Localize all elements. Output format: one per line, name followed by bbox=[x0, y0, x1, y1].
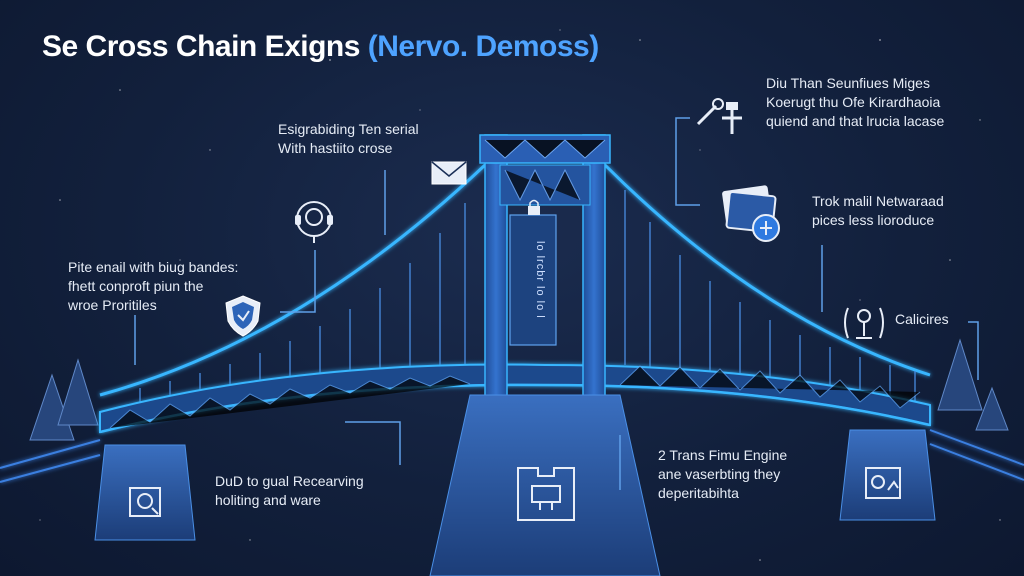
callout-mid-right: Trok malil Netwaraad pices less lioroduc… bbox=[812, 193, 944, 228]
padlock-icon bbox=[528, 199, 540, 215]
guard-rails bbox=[0, 429, 1024, 483]
title-accent: (Nervo. Demoss) bbox=[367, 30, 599, 63]
callout-bottom-left: DuD to gual Recearving holiting and ware bbox=[215, 473, 364, 508]
title-main: Se Cross Chain Exigns bbox=[42, 30, 368, 63]
callout-top-right: Diu Than Seunfiues Miges Koerugt thu Ofe… bbox=[766, 75, 945, 129]
wrench-hammer-icon bbox=[696, 98, 742, 134]
chart-icon bbox=[865, 467, 901, 499]
hangers-right bbox=[624, 190, 916, 403]
tower-banner-text: lo lrcbr lo lo l bbox=[534, 241, 546, 319]
headset-icon bbox=[295, 201, 333, 243]
connector-lines bbox=[134, 117, 979, 490]
envelope-icon bbox=[431, 161, 467, 185]
callout-bottom-right: 2 Trans Fimu Engine ane vaserbting they … bbox=[658, 447, 788, 501]
left-pier bbox=[94, 444, 196, 541]
callout-top-center: Esigrabiding Ten serial With hastiito cr… bbox=[278, 121, 419, 156]
chip-icon bbox=[517, 467, 575, 521]
page-title: Se Cross Chain Exigns (Nervo. Demoss) bbox=[42, 30, 599, 64]
card-stack-icon bbox=[722, 185, 780, 242]
puzzle-icon bbox=[129, 487, 161, 517]
trees-right bbox=[937, 338, 1009, 431]
lamp-icon bbox=[844, 307, 884, 339]
deck-truss bbox=[109, 365, 921, 429]
callout-left: Pite enail with biug bandes: fhett conpr… bbox=[68, 259, 239, 313]
right-pier bbox=[839, 429, 936, 521]
main-cables bbox=[99, 163, 931, 397]
callout-right-small: Calicires bbox=[895, 311, 949, 327]
shield-icon bbox=[225, 295, 261, 337]
central-tower bbox=[479, 134, 611, 406]
trees-left bbox=[29, 358, 99, 441]
